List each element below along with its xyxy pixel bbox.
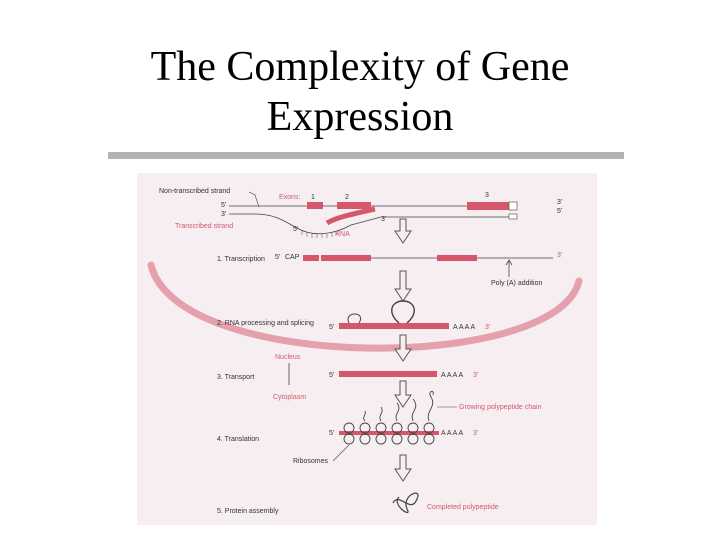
non-transcribed-label: Non-transcribed strand — [159, 188, 230, 195]
ribosomes-label: Ribosomes — [293, 458, 329, 465]
step-4-label: 4. Translation — [217, 436, 259, 443]
dna-3prime-left: 3' — [221, 211, 226, 218]
gene-expression-diagram: Non-transcribed strand Exons: 1 2 3 5' 3… — [147, 188, 583, 515]
poly-a-label: Poly (A) addition — [491, 280, 542, 287]
rna-5prime-label: 5' — [293, 226, 298, 233]
title-divider — [108, 152, 624, 159]
cap-label: CAP — [285, 254, 300, 261]
transcribed-strand-label: Transcribed strand — [175, 223, 233, 230]
step2-5prime-label: 5' — [329, 324, 334, 331]
dna-5prime-left: 5' — [221, 202, 226, 209]
nucleus-label: Nucleus — [275, 354, 301, 361]
step2-3prime-label: 3' — [485, 324, 490, 331]
cytoplasm-label: Cytoplasm — [273, 394, 306, 401]
step3-3prime-label: 3' — [473, 372, 478, 379]
cap-5prime-label: 5' — [275, 254, 280, 261]
growing-chain-label: Growing polypeptide chain — [459, 404, 542, 411]
exon-3-label: 3 — [485, 192, 489, 199]
rna-3prime-label: 3' — [381, 216, 386, 223]
step-1-label: 1. Transcription — [217, 256, 265, 263]
completed-polypeptide-label: Completed polypeptide — [427, 504, 499, 511]
gene-expression-figure: Non-transcribed strand Exons: 1 2 3 5' 3… — [137, 173, 597, 525]
dna-3prime-right: 3' — [557, 199, 562, 206]
step4-5prime-label: 5' — [329, 430, 334, 437]
step4-3prime-label: 3' — [473, 430, 478, 437]
exon-2-label: 2 — [345, 194, 349, 201]
title-line-1: The Complexity of Gene — [150, 44, 570, 90]
exon-2-block — [337, 202, 371, 209]
step-5-label: 5. Protein assembly — [217, 508, 279, 515]
step1-3prime-label: 3' — [557, 252, 562, 259]
protein-blob — [392, 492, 419, 514]
dna-5prime-right: 5' — [557, 208, 562, 215]
exons-label: Exons: — [279, 194, 300, 201]
slide-title: The Complexity of Gene Expression — [0, 42, 720, 142]
rna-label: RNA — [335, 231, 350, 238]
title-line-2: Expression — [266, 94, 454, 140]
exon-3-block — [467, 202, 509, 210]
exon-1-label: 1 — [311, 194, 315, 201]
nuclear-membrane — [147, 261, 583, 352]
step-3-label: 3. Transport — [217, 374, 254, 381]
step3-5prime-label: 5' — [329, 372, 334, 379]
step2-polya: A A A A — [453, 324, 476, 331]
step-2-label: 2. RNA processing and splicing — [217, 320, 314, 327]
exon-1-block — [307, 202, 323, 209]
step4-polya: A A A A — [441, 430, 464, 437]
step3-polya: A A A A — [441, 372, 464, 379]
